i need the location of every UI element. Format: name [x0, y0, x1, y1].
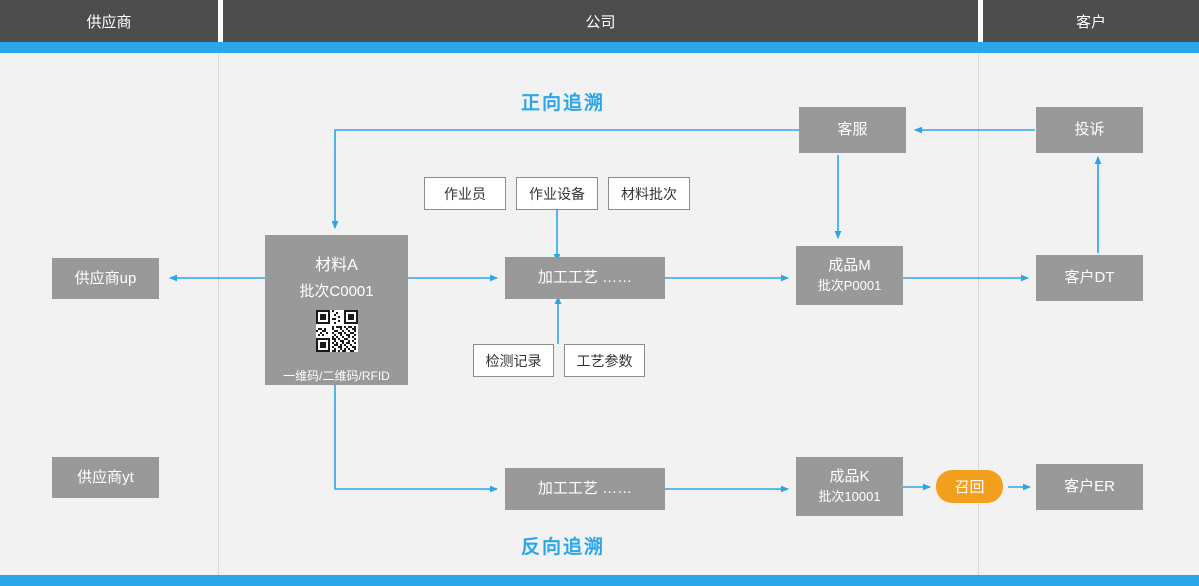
node-recall[interactable]: 召回 [936, 470, 1003, 503]
qr-code-icon [315, 310, 358, 356]
node-process-bottom[interactable]: 加工工艺 …… [505, 468, 665, 510]
node-supplier-yt-label: 供应商yt [77, 468, 134, 486]
box-operator-label: 作业员 [444, 185, 486, 202]
box-process-parameter[interactable]: 工艺参数 [564, 344, 645, 377]
node-customer-dt-label: 客户DT [1064, 269, 1115, 287]
node-customer-service-label: 客服 [837, 121, 868, 139]
material-a-code-types: 一维码/二维码/RFID [283, 369, 390, 383]
header-divider [218, 0, 223, 42]
node-product-k[interactable]: 成品K 批次10001 [796, 457, 903, 516]
header-column-supplier: 供应商 [0, 0, 218, 52]
accent-bar-bottom [0, 575, 1199, 586]
box-operator[interactable]: 作业员 [424, 177, 506, 210]
node-supplier-up-label: 供应商up [74, 269, 137, 287]
header-column-company: 公司 [223, 0, 978, 52]
material-a-name: 材料A [315, 257, 358, 274]
material-a-batch: 批次C0001 [299, 283, 374, 300]
node-process-top[interactable]: 加工工艺 …… [505, 257, 665, 299]
header-column-customer: 客户 [983, 0, 1199, 52]
box-inspection-record[interactable]: 检测记录 [473, 344, 554, 377]
node-material-a[interactable]: 材料A 批次C0001 [265, 235, 408, 385]
box-inspection-record-label: 检测记录 [485, 352, 542, 369]
header-column-company-label: 公司 [585, 13, 616, 31]
node-supplier-up[interactable]: 供应商up [52, 258, 159, 299]
forward-trace-title: 正向追溯 [521, 93, 606, 114]
node-product-m[interactable]: 成品M 批次P0001 [796, 246, 903, 305]
node-process-top-label: 加工工艺 …… [537, 269, 633, 287]
column-divider-left [218, 53, 219, 575]
box-material-lot-label: 材料批次 [621, 185, 677, 202]
header-column-customer-label: 客户 [1075, 13, 1106, 31]
node-product-m-name: 成品M [828, 257, 871, 275]
node-process-bottom-label: 加工工艺 …… [537, 480, 633, 498]
node-customer-er[interactable]: 客户ER [1036, 464, 1143, 510]
header-column-supplier-label: 供应商 [86, 13, 132, 31]
node-product-k-name: 成品K [829, 468, 870, 486]
node-supplier-yt[interactable]: 供应商yt [52, 457, 159, 498]
box-material-lot[interactable]: 材料批次 [608, 177, 690, 210]
node-recall-label: 召回 [954, 479, 985, 496]
box-process-parameter-label: 工艺参数 [576, 352, 633, 369]
accent-bar-top [0, 42, 1199, 53]
header-divider [978, 0, 983, 42]
box-equipment-label: 作业设备 [529, 185, 585, 202]
node-product-k-batch: 批次10001 [818, 488, 881, 504]
node-customer-service[interactable]: 客服 [799, 107, 906, 153]
node-customer-er-label: 客户ER [1064, 478, 1115, 496]
node-complaint-label: 投诉 [1074, 121, 1105, 139]
header-band: 供应商 公司 客户 [0, 0, 1199, 52]
reverse-trace-title: 反向追溯 [521, 537, 606, 558]
node-complaint[interactable]: 投诉 [1036, 107, 1143, 153]
column-divider-right [978, 53, 979, 575]
box-equipment[interactable]: 作业设备 [516, 177, 598, 210]
node-customer-dt[interactable]: 客户DT [1036, 255, 1143, 301]
node-product-m-batch: 批次P0001 [817, 277, 882, 293]
